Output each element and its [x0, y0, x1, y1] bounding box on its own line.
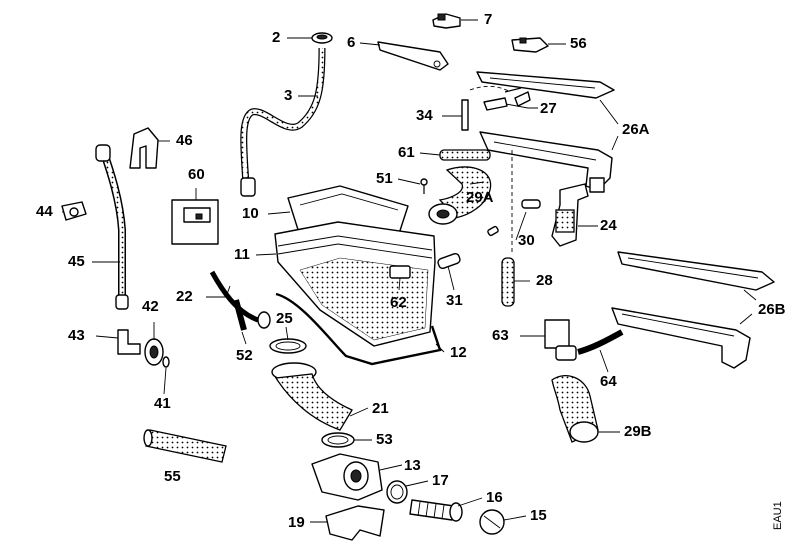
label-60: 60	[188, 166, 205, 183]
part-25-ring	[269, 338, 307, 354]
part-61-spring	[439, 149, 491, 161]
label-31: 31	[446, 292, 463, 309]
label-41: 41	[154, 395, 171, 412]
label-29A: 29A	[466, 189, 494, 206]
diagram-code: EAU1	[772, 501, 784, 530]
part-28-tube	[501, 257, 515, 307]
label-21: 21	[372, 400, 389, 417]
part-45-drain-hose	[95, 144, 129, 310]
part-53-ring	[321, 432, 355, 448]
label-44: 44	[36, 203, 53, 220]
label-29B: 29B	[624, 423, 652, 440]
part-43-elbow	[117, 329, 141, 355]
part-64-hose	[577, 329, 624, 355]
label-17: 17	[432, 472, 449, 489]
label-16: 16	[486, 489, 503, 506]
label-13: 13	[404, 457, 421, 474]
part-3-hose	[240, 47, 326, 197]
part-27-clips	[483, 87, 531, 111]
part-56-clip	[511, 37, 549, 53]
part-22-hose	[209, 270, 271, 329]
label-2: 2	[272, 29, 281, 46]
label-55: 55	[164, 468, 181, 485]
label-6: 6	[347, 34, 356, 51]
label-64: 64	[600, 373, 617, 390]
part-13-sump	[311, 453, 383, 501]
label-43: 43	[68, 327, 85, 344]
label-15: 15	[530, 507, 547, 524]
label-26A: 26A	[622, 121, 650, 138]
part-34-rod	[461, 99, 469, 131]
part-55-tube	[143, 429, 227, 463]
part-44-clamp	[61, 201, 87, 221]
label-30: 30	[518, 232, 535, 249]
label-22: 22	[176, 288, 193, 305]
part-26A-tray	[476, 71, 615, 193]
part-17-ring	[386, 480, 408, 504]
label-25: 25	[276, 310, 293, 327]
part-63-valve	[544, 319, 577, 361]
label-12: 12	[450, 344, 467, 361]
label-11: 11	[234, 246, 250, 263]
part-29A-bellows	[428, 166, 492, 225]
label-26B: 26B	[758, 301, 786, 318]
label-42: 42	[142, 298, 159, 315]
part-2-cap	[311, 32, 333, 44]
label-28: 28	[536, 272, 553, 289]
part-16-filter	[409, 499, 463, 522]
part-60-panel	[171, 199, 219, 245]
label-10: 10	[242, 205, 259, 222]
label-53: 53	[376, 431, 393, 448]
part-31-pipe	[437, 252, 461, 270]
label-45: 45	[68, 253, 85, 270]
label-56: 56	[570, 35, 587, 52]
label-52: 52	[236, 347, 253, 364]
label-61: 61	[398, 144, 415, 161]
connection-dashes	[469, 85, 513, 255]
part-46-elbow	[129, 127, 159, 169]
label-46: 46	[176, 132, 193, 149]
label-3: 3	[284, 87, 293, 104]
part-42-cap	[144, 338, 164, 366]
label-63: 63	[492, 327, 509, 344]
part-41-oring	[162, 356, 170, 368]
leader-lines	[62, 19, 757, 523]
part-15-cap	[479, 509, 505, 535]
label-62: 62	[390, 294, 407, 311]
label-51: 51	[376, 170, 393, 187]
label-19: 19	[288, 514, 305, 531]
part-51-screw	[420, 178, 428, 194]
part-19-bracket	[325, 505, 385, 541]
label-27: 27	[540, 100, 557, 117]
part-7-clip	[432, 13, 461, 29]
part-30-connector	[487, 199, 541, 237]
part-12-gasket	[275, 292, 442, 366]
part-11-outer-tub	[274, 221, 436, 347]
label-34: 34	[416, 107, 433, 124]
label-7: 7	[484, 11, 493, 28]
label-24: 24	[600, 217, 617, 234]
part-26B-tray	[611, 251, 775, 369]
part-21-bellows	[271, 362, 353, 431]
part-52-hose	[233, 299, 247, 331]
part-6-bracket	[377, 41, 449, 71]
part-24-valve	[551, 183, 589, 247]
part-62-clip	[389, 265, 411, 279]
part-29B-bellows	[551, 375, 599, 443]
